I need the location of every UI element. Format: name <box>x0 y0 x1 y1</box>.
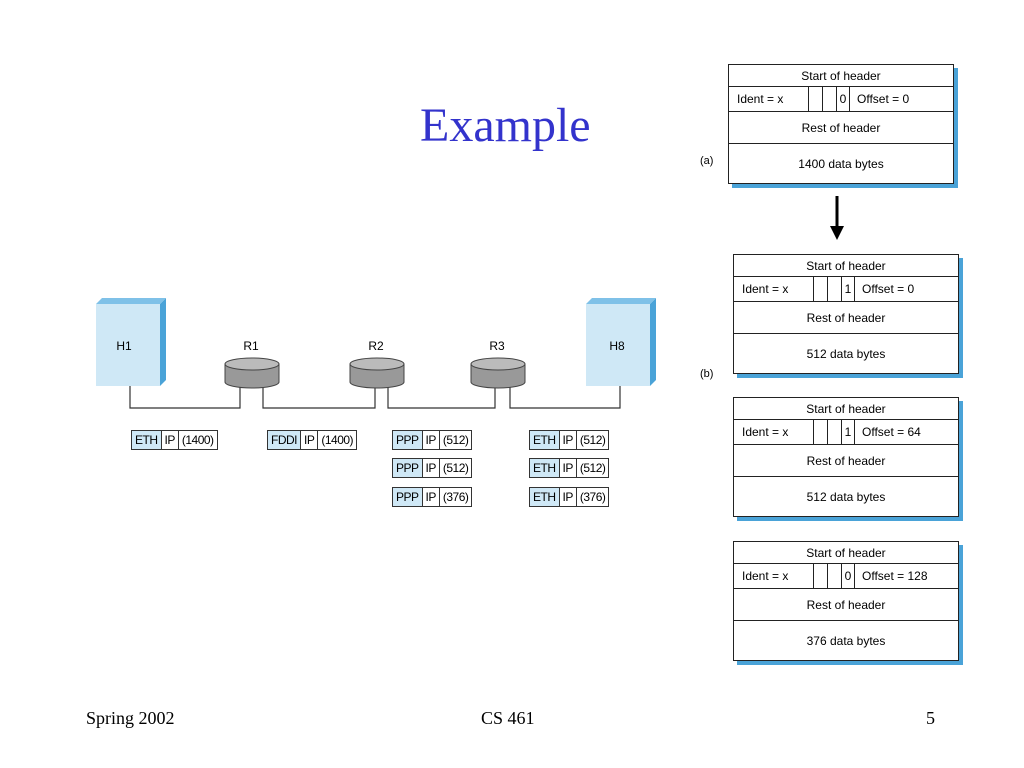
ident-field: Ident = x <box>734 564 814 588</box>
header-box-original: Start of header Ident = x 0 Offset = 0 R… <box>728 64 954 184</box>
rest-of-header: Rest of header <box>734 589 958 621</box>
packet-eth-512: ETH IP (512) <box>529 458 610 478</box>
ip-label: IP <box>560 459 577 477</box>
host-h8: H8 <box>586 298 656 386</box>
link-layer-label: ETH <box>530 431 560 449</box>
flag-field <box>814 277 828 301</box>
ip-label: IP <box>423 431 440 449</box>
router-label: R2 <box>368 339 384 353</box>
ident-row: Ident = x 0 Offset = 0 <box>729 87 953 112</box>
start-of-header: Start of header <box>729 65 953 87</box>
router-label: R1 <box>243 339 259 353</box>
header-box-fragment-2: Start of header Ident = x 1 Offset = 64 … <box>733 397 959 517</box>
packet-ppp-512: PPP IP (512) <box>392 458 473 478</box>
start-of-header: Start of header <box>734 542 958 564</box>
size-label: (512) <box>442 433 469 447</box>
flag-field <box>828 420 842 444</box>
network-links <box>129 385 621 409</box>
host-h1: H1 <box>96 298 166 386</box>
slide-title: Example <box>420 99 591 152</box>
footer-date: Spring 2002 <box>86 708 175 728</box>
ident-field: Ident = x <box>729 87 809 111</box>
mf-flag-field: 0 <box>842 564 855 588</box>
data-bytes: 376 data bytes <box>806 633 886 648</box>
offset-field: Offset = 64 <box>862 425 921 439</box>
ip-label: IP <box>560 431 577 449</box>
link-r1-r2 <box>262 385 376 409</box>
packet-ppp-512: PPP IP (512) <box>392 430 473 450</box>
flag-field <box>809 87 823 111</box>
link-layer-label: PPP <box>393 431 423 449</box>
rest-of-header: Rest of header <box>734 445 958 477</box>
data-bytes: 1400 data bytes <box>798 156 884 171</box>
ident-row: Ident = x 1 Offset = 0 <box>734 277 958 302</box>
packet-eth-1400: ETH IP (1400) <box>131 430 218 450</box>
link-r2-r3 <box>387 385 496 409</box>
footer-course: CS 461 <box>481 708 535 728</box>
ip-label: IP <box>423 459 440 477</box>
flag-field <box>814 564 828 588</box>
header-box-fragment-1: Start of header Ident = x 1 Offset = 0 R… <box>733 254 959 374</box>
flag-field <box>823 87 837 111</box>
mf-flag-field: 1 <box>842 420 855 444</box>
link-layer-label: PPP <box>393 488 423 506</box>
link-layer-label: ETH <box>530 488 560 506</box>
mf-flag-field: 0 <box>837 87 850 111</box>
rest-of-header: Rest of header <box>734 302 958 334</box>
offset-field: Offset = 0 <box>862 282 915 296</box>
router-label: R3 <box>489 339 505 353</box>
network-diagram: H1 H8 R1 R2 R3 <box>96 298 656 409</box>
ident-row: Ident = x 1 Offset = 64 <box>734 420 958 445</box>
link-r3-h8 <box>509 385 621 409</box>
host-label: H1 <box>116 339 132 353</box>
packet-fddi-1400: FDDI IP (1400) <box>267 430 358 450</box>
size-label: (1400) <box>321 433 354 447</box>
caption-a: (a) <box>700 155 714 167</box>
ident-field: Ident = x <box>734 420 814 444</box>
caption-b: (b) <box>700 368 714 380</box>
link-layer-label: FDDI <box>268 431 301 449</box>
start-of-header: Start of header <box>734 255 958 277</box>
ident-row: Ident = x 0 Offset = 128 <box>734 564 958 589</box>
packet-eth-512: ETH IP (512) <box>529 430 610 450</box>
ip-label: IP <box>301 431 319 449</box>
size-label: (512) <box>579 433 606 447</box>
flag-field <box>828 277 842 301</box>
packet-ppp-376: PPP IP (376) <box>392 487 473 507</box>
data-bytes: 512 data bytes <box>806 489 886 504</box>
size-label: (376) <box>442 490 469 504</box>
size-label: (512) <box>442 461 469 475</box>
data-bytes: 512 data bytes <box>806 346 886 361</box>
header-box-fragment-3: Start of header Ident = x 0 Offset = 128… <box>733 541 959 661</box>
ident-field: Ident = x <box>734 277 814 301</box>
ip-label: IP <box>423 488 440 506</box>
host-label: H8 <box>609 339 625 353</box>
size-label: (512) <box>579 461 606 475</box>
link-layer-label: PPP <box>393 459 423 477</box>
slide-number: 5 <box>926 708 935 728</box>
size-label: (376) <box>579 490 606 504</box>
offset-field: Offset = 128 <box>862 569 928 583</box>
flag-field <box>814 420 828 444</box>
start-of-header: Start of header <box>734 398 958 420</box>
ip-label: IP <box>560 488 577 506</box>
router-r2: R2 <box>349 339 405 389</box>
router-r1: R1 <box>224 339 280 389</box>
ip-label: IP <box>162 431 179 449</box>
link-layer-label: ETH <box>132 431 162 449</box>
size-label: (1400) <box>181 433 214 447</box>
packet-eth-376: ETH IP (376) <box>529 487 610 507</box>
flag-field <box>828 564 842 588</box>
offset-field: Offset = 0 <box>857 92 910 106</box>
link-h1-r1 <box>129 385 241 409</box>
router-r3: R3 <box>470 339 526 389</box>
rest-of-header: Rest of header <box>729 112 953 144</box>
link-layer-label: ETH <box>530 459 560 477</box>
arrow-down-icon <box>830 196 844 240</box>
mf-flag-field: 1 <box>842 277 855 301</box>
